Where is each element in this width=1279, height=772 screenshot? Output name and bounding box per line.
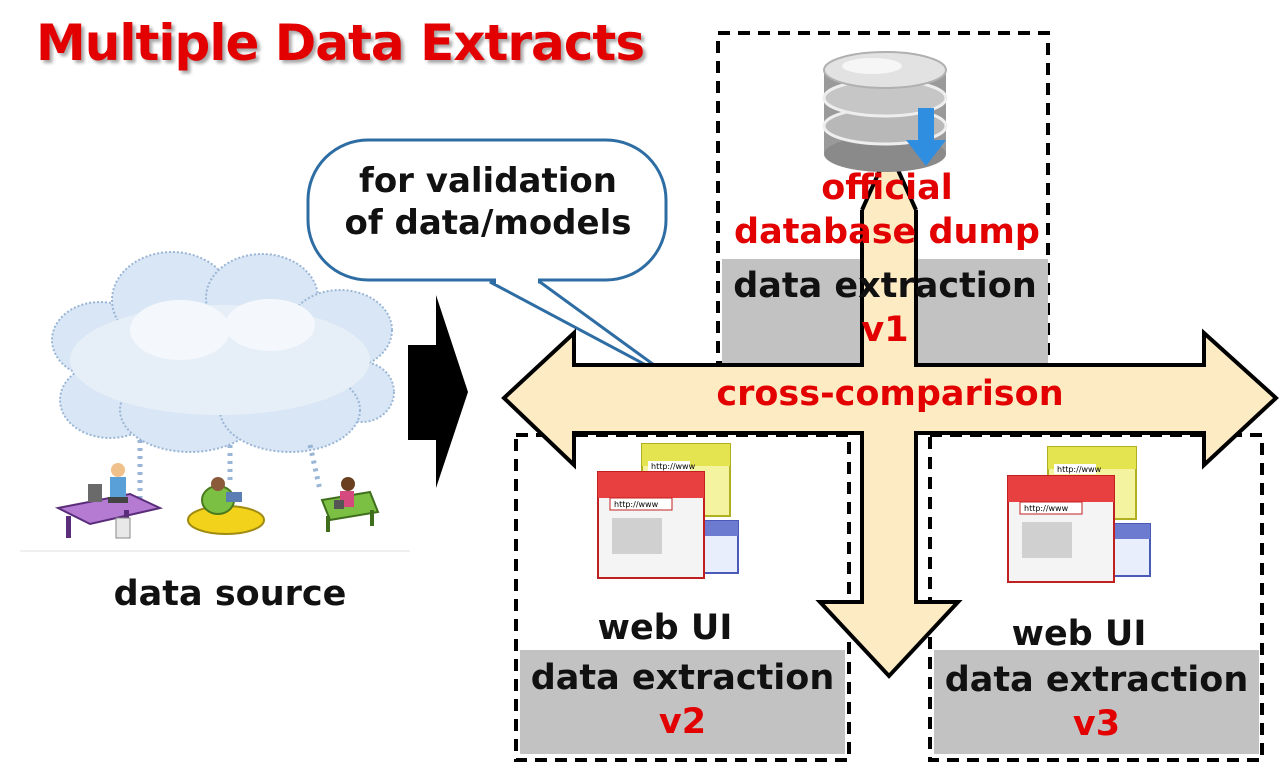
extract-v1-label: data extraction xyxy=(733,266,1037,306)
browser-icon-v2: http://www http://www xyxy=(597,443,739,579)
extract-v1-source: official database dump xyxy=(722,166,1052,254)
extract-v3-label: data extraction xyxy=(944,660,1249,700)
callout-bubble xyxy=(306,138,677,383)
extract-v2-source: web UI xyxy=(597,608,733,648)
extract-v3-panel xyxy=(934,650,1259,754)
extract-v1-version: v1 xyxy=(861,310,909,350)
browser-icon-v3: http://www http://www xyxy=(1007,446,1151,583)
extract-v1-source-line-1: official xyxy=(821,168,953,208)
browser-url-label: http://www xyxy=(1024,504,1069,513)
callout-line-2: of data/models xyxy=(344,203,632,243)
data-source-label: data source xyxy=(113,574,347,614)
cross-comparison-arrows xyxy=(501,145,1279,679)
extract-v3-version: v3 xyxy=(1072,704,1121,744)
page-title: Multiple Data Extracts xyxy=(36,14,645,72)
database-icon xyxy=(822,51,948,172)
extract-v2-label: data extraction xyxy=(530,658,835,698)
extract-v3-source: web UI xyxy=(1011,614,1147,654)
callout-line-1: for validation xyxy=(359,161,617,201)
extract-v2-panel xyxy=(520,650,845,754)
callout-text: for validation of data/models xyxy=(318,160,658,244)
browser-url-label: http://www xyxy=(1057,465,1102,474)
user-figures-icon xyxy=(20,463,410,552)
browser-url-label: http://www xyxy=(651,462,696,471)
browser-url-label: http://www xyxy=(614,500,659,509)
extract-v2-version: v2 xyxy=(658,702,707,742)
flow-arrow xyxy=(408,295,468,488)
cross-comparison-label: cross-comparison xyxy=(716,374,1064,414)
cloud-icon xyxy=(51,251,395,500)
extract-v1-source-line-2: database dump xyxy=(734,212,1040,252)
